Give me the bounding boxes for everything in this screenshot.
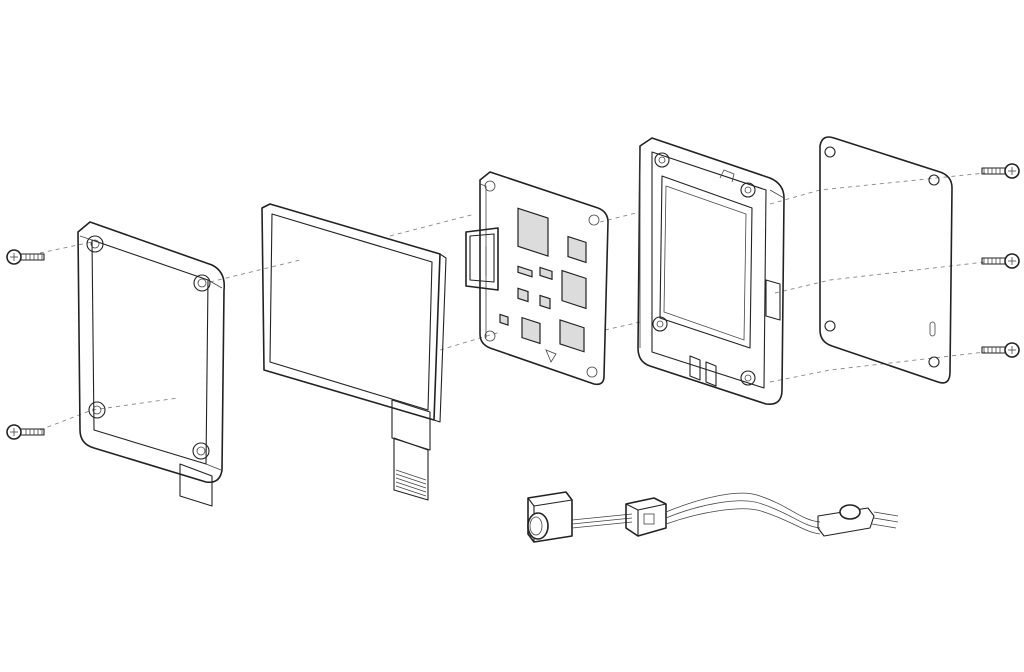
screw-top-left bbox=[6, 249, 45, 265]
push-button-cable-assembly bbox=[527, 491, 899, 543]
screw-middle-right bbox=[981, 253, 1020, 269]
screw-bottom-left bbox=[6, 424, 45, 440]
display-panel bbox=[261, 203, 447, 501]
screw-top-right bbox=[981, 163, 1020, 179]
enclosure-frame bbox=[637, 137, 785, 406]
circuit-board bbox=[465, 171, 609, 386]
front-bezel bbox=[77, 221, 226, 507]
leader-lines bbox=[39, 172, 986, 431]
back-cover bbox=[819, 136, 953, 384]
screw-bottom-right bbox=[981, 342, 1020, 358]
